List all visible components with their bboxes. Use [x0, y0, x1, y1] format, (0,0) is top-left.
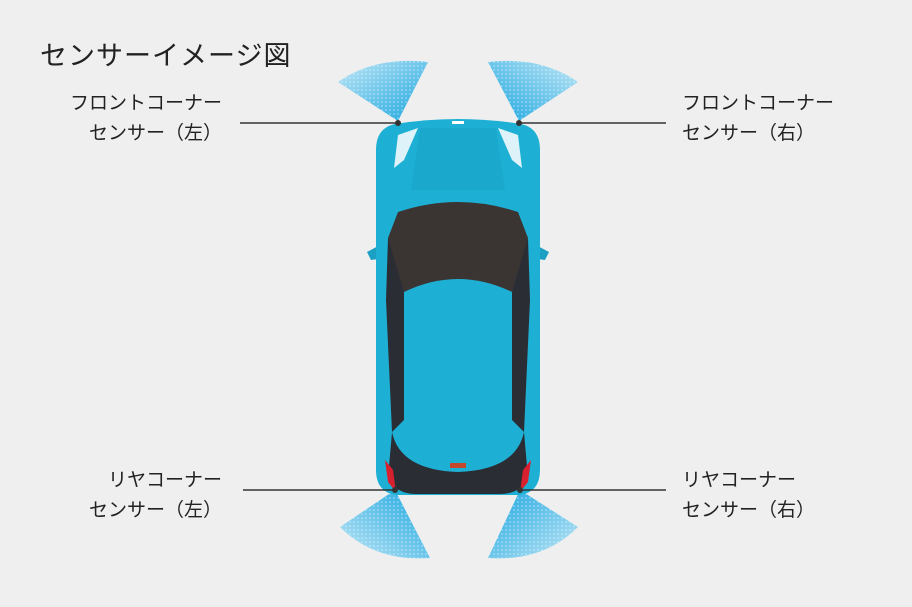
label-front-left-sensor: フロントコーナー センサー（左）: [70, 88, 222, 148]
label-line-1: フロントコーナー: [69, 92, 222, 114]
car-top-view: [367, 119, 549, 495]
label-line-2: センサー（左）: [88, 499, 222, 521]
roof: [388, 202, 528, 292]
sensor-beam-rear-right: [488, 490, 578, 559]
tail-light-right: [520, 460, 531, 492]
label-rear-right-sensor: リヤコーナー センサー（右）: [682, 465, 815, 525]
rear-bumper: [388, 432, 528, 494]
label-line-2: センサー（右）: [682, 499, 816, 521]
label-front-right-sensor: フロントコーナー センサー（右）: [682, 88, 834, 148]
sensor-beam-front-right: [488, 60, 578, 121]
rear-brake-light: [450, 463, 466, 468]
label-line-2: センサー（左）: [88, 122, 222, 144]
tail-light-left: [385, 460, 396, 492]
label-line-1: フロントコーナー: [682, 92, 835, 114]
label-line-1: リヤコーナー: [682, 469, 797, 491]
label-line-2: センサー（右）: [682, 122, 816, 144]
label-rear-left-sensor: リヤコーナー センサー（左）: [89, 465, 222, 525]
sensor-beam-front-left: [338, 60, 428, 121]
label-line-1: リヤコーナー: [107, 469, 222, 491]
page-title: センサーイメージ図: [40, 41, 292, 72]
sensor-beam-rear-left: [340, 490, 430, 559]
